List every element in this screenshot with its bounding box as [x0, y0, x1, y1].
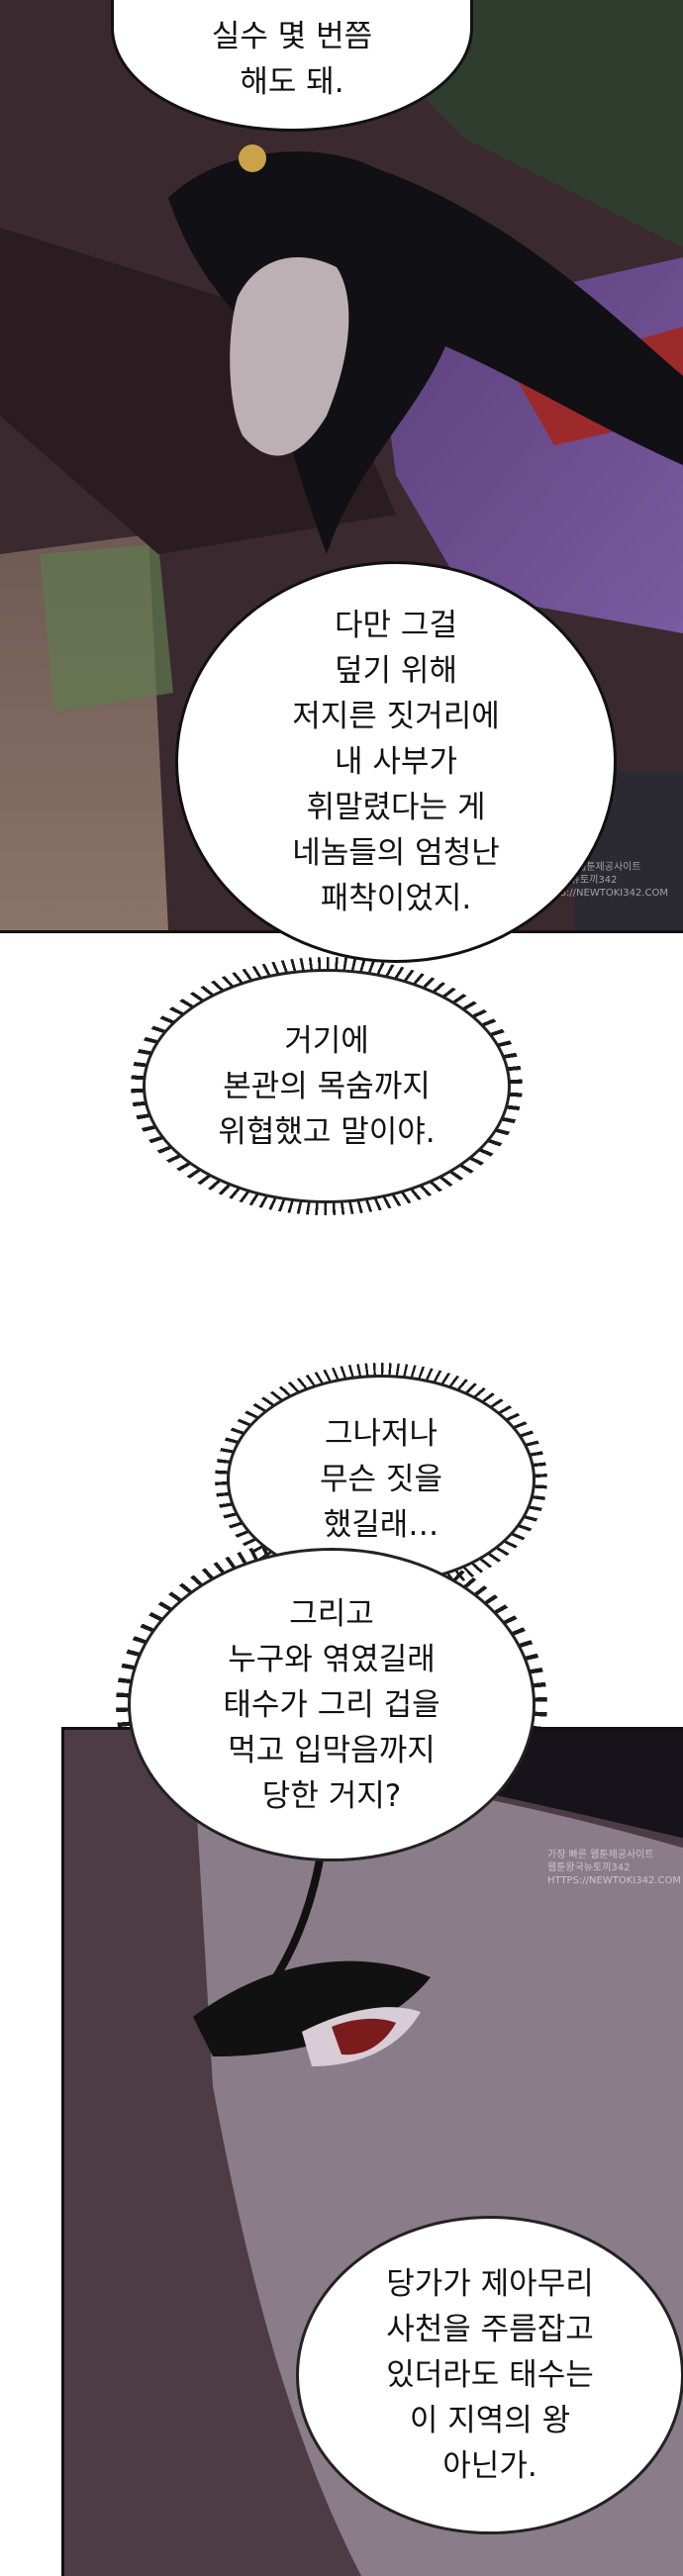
bubble-6-line-5: 아닌가. [442, 2448, 537, 2484]
bubble-2-line-3: 저지른 짓거리에 [292, 699, 500, 734]
bubble-3-line-1: 거기에 [284, 1022, 369, 1059]
bubble-2-line-7: 패착이었지. [320, 881, 472, 916]
bubble-2-line-5: 휘말렸다는 게 [306, 790, 486, 825]
bubble-2-line-1: 다만 그걸 [335, 608, 457, 643]
bubble-6-line-1: 당가가 제아무리 [386, 2266, 594, 2302]
watermark-1-line-1: 가장 빠른 웹툰제공사이트 [535, 862, 641, 873]
shout-bubble-5: 그리고 누구와 엮였길래 태수가 그리 겁을 먹고 입막음까지 당한 거지? [134, 1554, 530, 1856]
shout-bubble-6: 당가가 제아무리 사천을 주름잡고 있더라도 태수는 이 지역의 왕 아닌가. [302, 2222, 678, 2528]
watermark-2-line-3: HTTPS://NEWTOKI342.COM [547, 1875, 681, 1886]
watermark-1-line-2: 웹툰왕국뉴토끼342 [535, 875, 618, 886]
bubble-4-line-2: 무슨 짓을 [320, 1462, 442, 1497]
bubble-6-line-2: 사천을 주름잡고 [386, 2312, 594, 2347]
shout-bubble-3: 거기에 본관의 목숨까지 위협했고 말이야. [148, 975, 505, 1197]
bubble-3-line-2: 본관의 목숨까지 [223, 1068, 431, 1104]
bubble-3-line-3: 위협했고 말이야. [218, 1113, 436, 1150]
bubble-1-line-1: 실수 몇 번쯤 [211, 19, 373, 54]
bubble-2-line-2: 덮기 위해 [335, 653, 457, 689]
bubble-5-line-4: 먹고 입막음까지 [228, 1732, 436, 1768]
bubble-4-line-1: 그나저나 [324, 1416, 439, 1452]
bubble-6-line-3: 있더라도 태수는 [386, 2357, 594, 2393]
watermark-2-line-1: 가장 빠른 웹툰제공사이트 [547, 1850, 654, 1860]
bubble-5-line-2: 누구와 엮였길래 [228, 1641, 436, 1677]
speech-bubble-2: 다만 그걸 덮기 위해 저지른 짓거리에 내 사부가 휘말렸다는 게 네놈들의 … [178, 564, 614, 960]
watermark-2: 가장 빠른 웹툰제공사이트 웹툰왕국뉴토끼342 HTTPS://NEWTOKI… [547, 1849, 681, 1887]
shout-bubble-4: 그나저나 무슨 짓을 했길래… [233, 1381, 530, 1578]
bubble-5-line-1: 그리고 [289, 1595, 374, 1632]
bubble-6-line-4: 이 지역의 왕 [409, 2403, 571, 2438]
watermark-2-line-2: 웹툰왕국뉴토끼342 [547, 1862, 631, 1873]
bubble-4-line-3: 했길래… [323, 1507, 439, 1543]
bubble-1-line-2: 해도 돼. [240, 64, 344, 100]
watermark-1: 가장 빠른 웹툰제공사이트 웹툰왕국뉴토끼342 HTTPS://NEWTOKI… [535, 861, 668, 900]
bubble-5-line-5: 당한 거지? [261, 1777, 402, 1814]
bubble-2-line-4: 내 사부가 [335, 744, 457, 780]
bubble-2-line-6: 네놈들의 엄청난 [292, 835, 500, 871]
watermark-1-line-3: HTTPS://NEWTOKI342.COM [535, 888, 668, 899]
bubble-5-line-3: 태수가 그리 겁을 [223, 1686, 440, 1723]
